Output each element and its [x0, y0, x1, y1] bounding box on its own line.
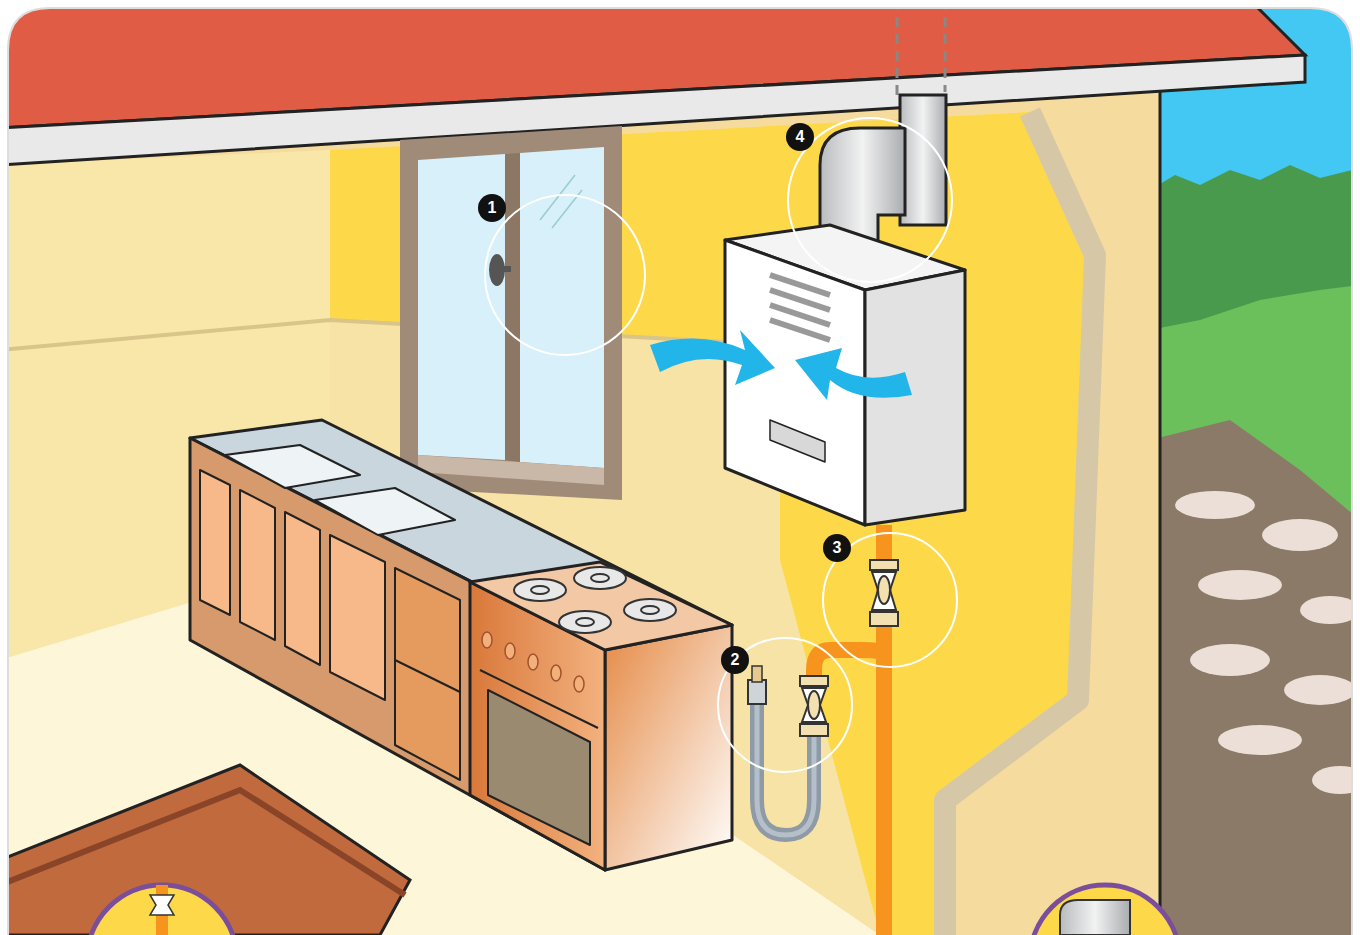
window — [400, 126, 622, 500]
trees — [1150, 165, 1360, 935]
callout-number: 2 — [721, 646, 749, 674]
frame — [8, 8, 1352, 935]
burners — [514, 567, 676, 633]
stones — [1175, 491, 1360, 794]
callout-ring — [485, 118, 957, 772]
air-arrows — [650, 330, 912, 400]
wall-outline — [1159, 60, 1162, 935]
floor — [0, 560, 880, 935]
wall-edge — [945, 112, 1095, 935]
callout-number: 1 — [478, 194, 506, 222]
grass — [1150, 285, 1360, 935]
gas-valve — [800, 560, 898, 736]
callout-number: 4 — [786, 123, 814, 151]
flue-hidden — [896, 0, 899, 95]
detail-bubble — [87, 885, 1180, 935]
path — [1150, 420, 1360, 935]
table-edge — [0, 790, 405, 895]
water-heater — [725, 225, 965, 525]
gas-pipe — [748, 525, 892, 935]
callout-number: 3 — [823, 534, 851, 562]
gutter — [0, 55, 1305, 165]
knobs — [482, 632, 584, 692]
flue-hidden — [944, 0, 947, 92]
